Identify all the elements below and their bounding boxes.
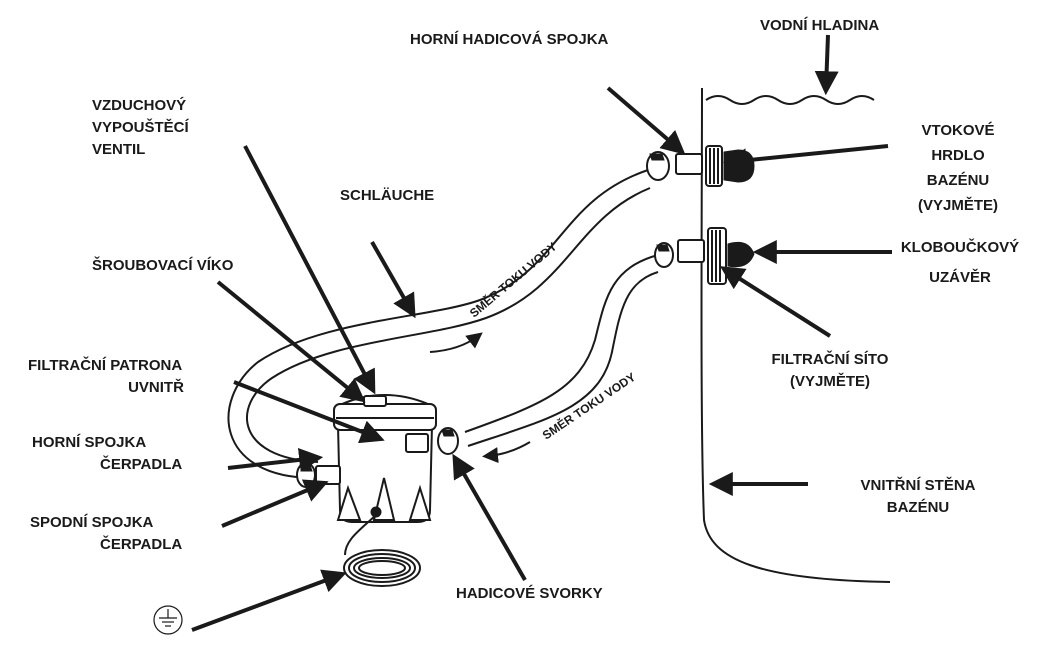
label-screw-lid: ŠROUBOVACÍ VÍKO [92, 256, 234, 274]
pool-outlet-fitting [677, 227, 755, 285]
label-upper-pump-connector: HORNÍ SPOJKA ČERPADLA [32, 434, 182, 473]
power-cord [343, 514, 421, 587]
label-strainer-grid: FILTRAČNÍ SÍTO (VYJMĚTE) [772, 350, 889, 390]
label-upper-hose-connector: HORNÍ HADICOVÁ SPOJKA [410, 31, 609, 48]
label-water-level: VODNÍ HLADINA [760, 17, 879, 34]
arrow-strainer-grid [719, 266, 832, 338]
svg-text:BAZÉNU: BAZÉNU [887, 499, 950, 516]
svg-text:(VYJMĚTE): (VYJMĚTE) [918, 196, 998, 214]
svg-text:ČERPADLA: ČERPADLA [100, 455, 182, 473]
hose-clamp-pool-upper [646, 151, 670, 181]
svg-text:VNITŘNÍ STĚNA: VNITŘNÍ STĚNA [860, 476, 975, 494]
lower-hose [464, 254, 659, 447]
air-release-valve-knob [363, 395, 387, 407]
svg-text:SPODNÍ SPOJKA: SPODNÍ SPOJKA [30, 514, 154, 531]
svg-text:VYPOUŠTĚCÍ: VYPOUŠTĚCÍ [92, 118, 190, 136]
svg-text:BAZÉNU: BAZÉNU [927, 172, 990, 189]
pool-inlet-fitting [675, 145, 755, 187]
svg-text:FILTRAČNÍ SÍTO: FILTRAČNÍ SÍTO [772, 350, 889, 368]
arrow-ground [191, 569, 347, 632]
arrow-lower-pump-connector [221, 479, 329, 528]
filter-pump [315, 394, 437, 523]
hose-clamp-pump-upper [437, 427, 459, 455]
arrow-upper-hose-connector [606, 86, 686, 155]
label-cap-plug: KLOBOUČKOVÝ UZÁVĚR [901, 238, 1019, 286]
svg-text:FILTRAČNÍ PATRONA: FILTRAČNÍ PATRONA [28, 356, 182, 374]
flow-arrow-upper [429, 332, 483, 353]
label-hoses: SCHLÄUCHE [340, 187, 434, 204]
svg-text:HORNÍ SPOJKA: HORNÍ SPOJKA [32, 434, 146, 451]
label-pool-inlet: VTOKOVÉ HRDLO BAZÉNU (VYJMĚTE) [918, 122, 998, 214]
label-filter-cartridge: FILTRAČNÍ PATRONA UVNITŘ [28, 356, 184, 396]
svg-text:HRDLO: HRDLO [931, 147, 985, 164]
arrow-hoses [370, 241, 416, 319]
pool-wall [700, 87, 891, 583]
svg-text:UVNITŘ: UVNITŘ [128, 378, 184, 396]
svg-text:KLOBOUČKOVÝ: KLOBOUČKOVÝ [901, 238, 1019, 256]
ground-icon [153, 605, 183, 635]
svg-text:VZDUCHOVÝ: VZDUCHOVÝ [92, 96, 186, 114]
label-air-release-valve: VZDUCHOVÝ VYPOUŠTĚCÍ VENTIL [92, 96, 190, 158]
arrow-upper-pump-connector [227, 447, 324, 472]
svg-text:(VYJMĚTE): (VYJMĚTE) [790, 372, 870, 390]
arrow-screw-lid [216, 280, 366, 403]
hose-clamp-pump-lower [296, 462, 316, 488]
svg-text:VTOKOVÉ: VTOKOVÉ [921, 122, 994, 139]
flow-arrow-lower [482, 441, 531, 464]
hose-clamp-pool-lower [654, 242, 674, 268]
svg-text:UZÁVĚR: UZÁVĚR [929, 268, 991, 286]
upper-hose [227, 169, 651, 479]
arrow-water-level [814, 34, 839, 96]
svg-text:VENTIL: VENTIL [92, 141, 145, 158]
label-hose-clamps: HADICOVÉ SVORKY [456, 585, 603, 602]
label-lower-pump-connector: SPODNÍ SPOJKA ČERPADLA [30, 514, 182, 553]
arrow-hose-clamps [452, 453, 527, 581]
label-flow-direction-lower: SMĚR TOKU VODY [539, 369, 638, 442]
label-pool-inner-wall: VNITŘNÍ STĚNA BAZÉNU [860, 476, 975, 516]
arrow-pool-inlet [722, 144, 889, 173]
arrow-filter-cartridge [233, 380, 385, 444]
arrow-air-release-valve [243, 145, 376, 395]
svg-text:ČERPADLA: ČERPADLA [100, 535, 182, 553]
